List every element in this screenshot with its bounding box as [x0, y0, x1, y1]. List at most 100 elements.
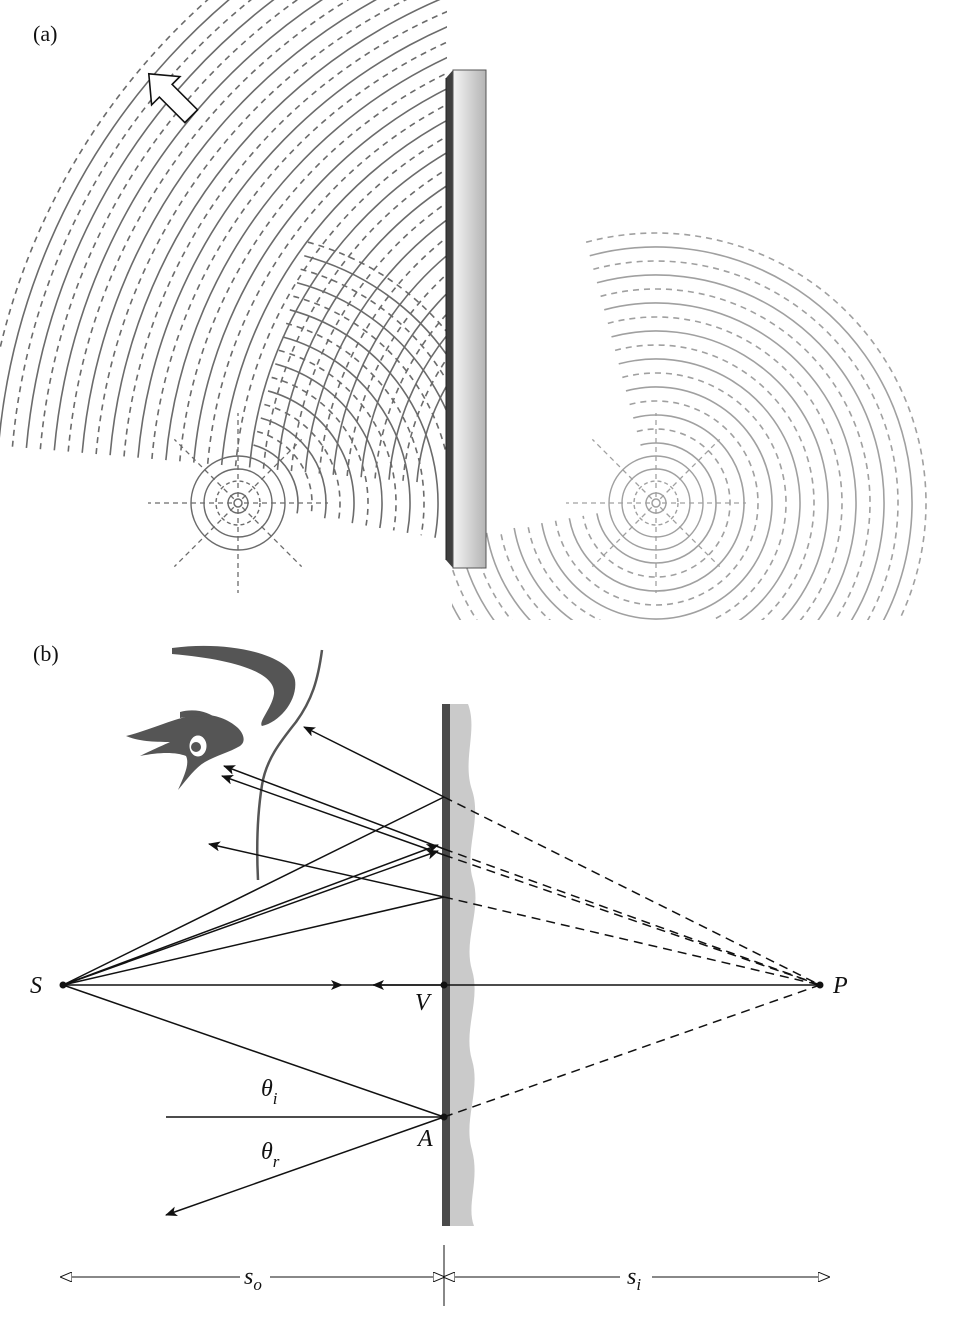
ray-incident-a — [62, 984, 445, 1118]
ray-reflected-a — [165, 1116, 445, 1217]
ray-reflected-2 — [223, 765, 445, 850]
reflected-wavefront — [402, 357, 447, 481]
rosette-ray — [591, 506, 653, 568]
point-v — [440, 981, 448, 989]
reflected-wavefront — [234, 135, 447, 467]
mirror-a-edge — [446, 70, 453, 568]
label-theta-r: θr — [261, 1139, 280, 1171]
reflected-wavefront — [416, 383, 447, 483]
rosette-ray — [659, 438, 721, 500]
incident-wavefront — [300, 268, 447, 383]
reflected-wavefront — [374, 312, 447, 479]
reflected-wavefront — [179, 72, 447, 462]
ray-incident-1 — [62, 796, 445, 986]
reflected-wavefront — [123, 10, 447, 457]
label-so: so — [244, 1264, 262, 1294]
reflected-wavefront — [220, 119, 447, 466]
virtual-wavefront — [554, 400, 759, 606]
rosette-ray — [173, 438, 235, 500]
virtual-ray-3 — [443, 854, 821, 986]
reflected-wavefront — [248, 151, 447, 468]
incident-wavefront — [278, 349, 397, 531]
virtual-ray-1 — [443, 796, 821, 986]
arrow-outline-icon — [147, 72, 199, 124]
reflected-wavefront — [109, 0, 441, 456]
panel-a: (a) — [0, 0, 927, 620]
reflected-wavefront — [388, 334, 447, 480]
rosette-ray — [659, 506, 721, 568]
virtual-wavefront — [582, 428, 731, 578]
virtual-ray-2 — [443, 848, 821, 986]
mirror-a-glass — [452, 69, 487, 569]
reflected-wavefront — [25, 0, 275, 448]
virtual-wavefront — [589, 246, 913, 620]
virtual-wavefront — [452, 288, 871, 620]
reflected-wavefront — [346, 272, 447, 477]
virtual-wavefront — [527, 372, 787, 620]
incident-rays — [62, 796, 820, 1118]
incident-wavefront — [256, 430, 313, 516]
virtual-image-source-icon — [566, 413, 746, 593]
dimension-lines: so si — [61, 1245, 829, 1306]
reflected-wavefront — [360, 292, 447, 478]
virtual-wavefront — [540, 386, 773, 620]
reflected-wavefront — [81, 0, 378, 453]
panel-a-label: (a) — [33, 21, 57, 46]
incident-wavefront — [304, 254, 447, 357]
ray-incident-3 — [62, 849, 439, 986]
reflected-wavefront — [0, 0, 231, 439]
reflected-wavefront — [53, 0, 324, 451]
reflected-wavefront — [192, 87, 447, 463]
incident-wavefront — [296, 281, 447, 415]
rosette-ring — [215, 480, 261, 526]
point-p — [816, 981, 824, 989]
virtual-wavefront — [568, 414, 745, 592]
reflected-wavefront — [276, 184, 447, 470]
incident-wavefront — [285, 322, 425, 536]
virtual-ray-4 — [443, 896, 821, 986]
panel-b: (b) — [30, 641, 848, 1306]
rosette-center — [233, 498, 243, 508]
virtual-wavefronts — [452, 232, 927, 620]
panel-b-label: (b) — [33, 641, 59, 666]
rosette-center — [651, 498, 661, 508]
virtual-wavefront — [452, 274, 885, 620]
incident-wavefront — [260, 417, 327, 519]
reflected-wavefront — [290, 201, 447, 472]
ray-incident-4 — [62, 896, 445, 986]
virtual-rays — [443, 796, 821, 1118]
reflected-wavefront — [67, 0, 350, 452]
rosette-ray — [241, 438, 303, 500]
reflected-wavefront — [137, 26, 447, 458]
incident-wavefront — [289, 309, 439, 538]
reflected-rays — [165, 726, 445, 1217]
label-s: S — [30, 973, 42, 999]
reflected-wavefront — [304, 218, 447, 473]
virtual-wavefront — [596, 442, 717, 564]
point-s — [59, 981, 67, 989]
incident-wavefront — [307, 241, 447, 334]
rosette-ray — [241, 506, 303, 568]
rosette-ray — [591, 438, 653, 500]
incident-wavefront — [282, 336, 411, 534]
reflected-wavefront — [262, 168, 447, 469]
eye-icon — [126, 645, 296, 790]
label-v: V — [415, 990, 432, 1016]
reflected-wavefront — [165, 56, 447, 461]
incident-wavefronts — [253, 241, 447, 538]
reflected-wavefront — [39, 0, 299, 450]
ray-reflected-3 — [221, 774, 445, 856]
reflected-wavefront — [95, 0, 408, 455]
reflected-wavefront — [332, 254, 447, 475]
mirror-a — [445, 69, 487, 569]
reflected-wavefront — [151, 41, 447, 459]
virtual-ray-a — [443, 984, 821, 1118]
virtual-wavefront — [458, 302, 857, 620]
rosette-ring — [633, 480, 679, 526]
mirror-b — [442, 704, 450, 1226]
incident-wavefront — [253, 444, 299, 514]
virtual-wavefront — [499, 344, 815, 620]
incident-wavefront — [275, 363, 383, 529]
face-profile — [255, 649, 324, 881]
